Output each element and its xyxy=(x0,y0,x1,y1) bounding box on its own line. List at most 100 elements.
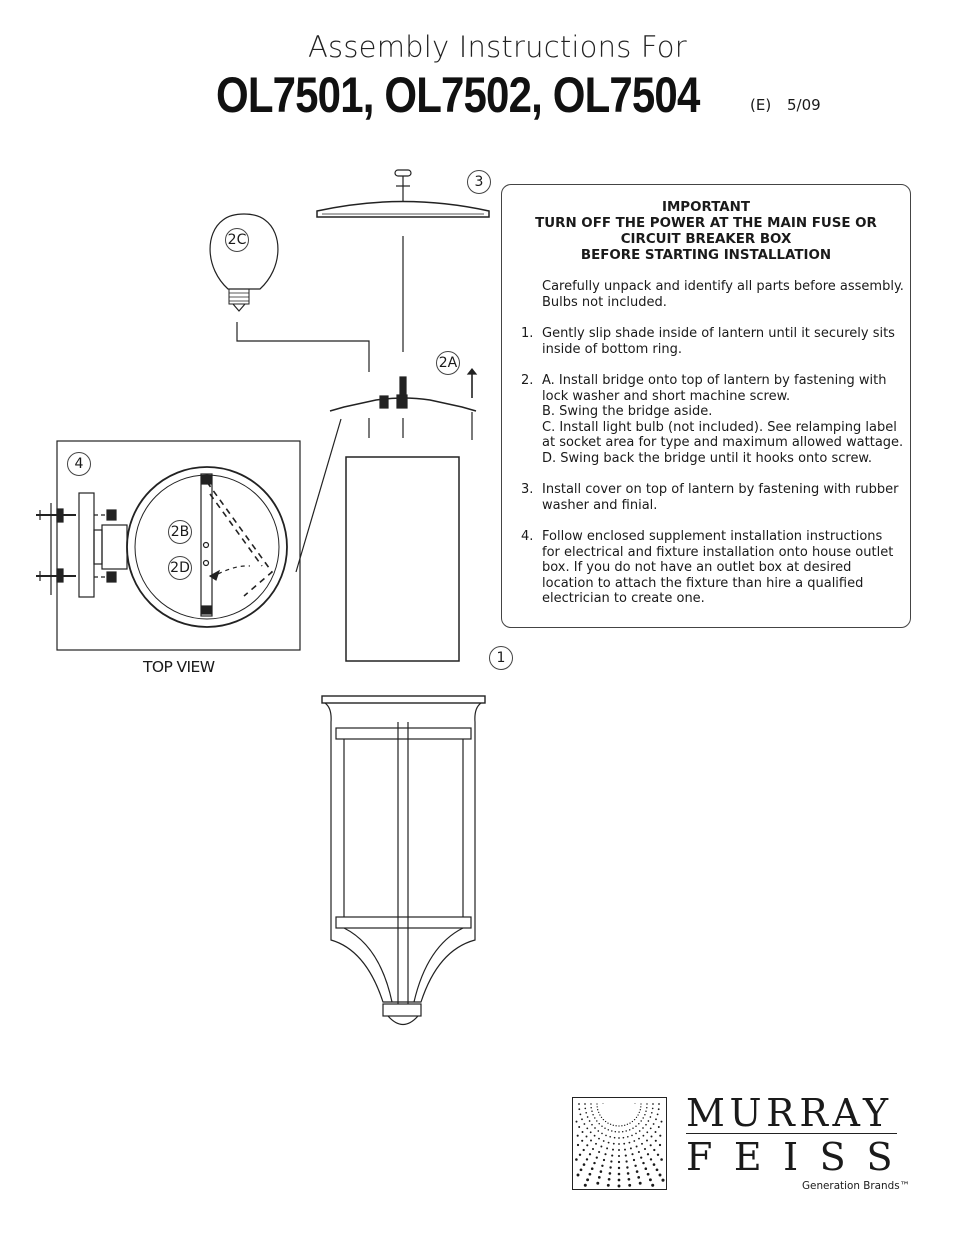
sunburst-dot xyxy=(607,1122,609,1124)
sunburst-dot xyxy=(578,1126,581,1128)
step-line: electrician to create one. xyxy=(542,591,705,607)
sunburst-dot xyxy=(628,1129,631,1131)
sunburst-dot xyxy=(631,1153,634,1156)
sunburst-dot xyxy=(658,1173,662,1177)
sunburst-dot xyxy=(584,1107,587,1110)
sunburst-dot xyxy=(611,1130,613,1132)
sunburst-dot xyxy=(649,1127,652,1130)
top-view-panel xyxy=(36,440,301,651)
sunburst-dot xyxy=(652,1163,656,1166)
callout-3: 3 xyxy=(467,170,491,194)
sunburst-dot xyxy=(579,1113,582,1116)
sunburst-dot xyxy=(638,1111,640,1114)
model-numbers: OL7501, OL7502, OL7504 xyxy=(216,70,792,120)
sunburst-dot xyxy=(660,1120,663,1123)
sunburst-dot xyxy=(576,1134,579,1137)
sunburst-dot xyxy=(656,1153,660,1157)
step-3: 3. Install cover on top of lantern by fa… xyxy=(521,482,898,513)
brand-divider xyxy=(686,1133,897,1134)
sunburst-dot xyxy=(612,1124,614,1126)
callout-2c: 2C xyxy=(225,228,249,252)
sunburst-dot xyxy=(600,1116,603,1119)
sunburst-dot xyxy=(615,1125,617,1127)
step-line: Follow enclosed supplement installation … xyxy=(542,529,883,544)
sunburst-dot xyxy=(617,1154,621,1158)
sunburst-dot xyxy=(609,1123,612,1125)
sunburst-dot xyxy=(627,1177,631,1181)
sunburst-dot xyxy=(626,1166,629,1169)
step-line: for electrical and fixture installation … xyxy=(542,544,894,560)
sunburst-dot xyxy=(606,1147,609,1150)
sunburst-dot xyxy=(652,1103,654,1105)
sunburst-dot xyxy=(646,1139,648,1142)
sunburst-dot xyxy=(593,1161,596,1165)
sunburst-dot xyxy=(621,1125,623,1127)
instructions-box: IMPORTANT TURN OFF THE POWER AT THE MAIN… xyxy=(501,184,911,628)
sunburst-dot xyxy=(596,1106,598,1108)
intro-line: Bulbs not included. xyxy=(542,294,667,310)
sunburst-dot xyxy=(661,1178,665,1182)
sunburst-dot xyxy=(631,1134,633,1137)
step-line: C. Install light bulb (not included). Se… xyxy=(542,419,897,435)
sunburst-dot xyxy=(597,1130,600,1132)
sunburst-dot xyxy=(588,1120,591,1122)
sunburst-dot xyxy=(655,1118,657,1121)
step-line: at socket area for type and maximum allo… xyxy=(542,435,904,451)
sunburst-dot xyxy=(640,1156,643,1159)
glass-shade xyxy=(345,456,460,662)
sunburst-dot xyxy=(578,1103,580,1105)
sunburst-dot xyxy=(594,1117,596,1119)
sunburst-dot xyxy=(595,1142,597,1145)
sunburst-dot xyxy=(576,1143,580,1147)
sunburst-dot xyxy=(601,1164,604,1168)
sunburst-dot xyxy=(618,1143,620,1145)
sunburst-dot xyxy=(644,1113,646,1116)
sunburst-dot xyxy=(586,1144,589,1147)
sunburst-dot xyxy=(652,1123,655,1125)
revision-code: (E) xyxy=(750,96,772,114)
brand-logo-mark xyxy=(572,1097,667,1190)
sunburst-dot xyxy=(590,1103,592,1105)
sunburst-dot xyxy=(641,1142,643,1145)
sunburst-dot xyxy=(590,1167,594,1170)
sunburst-dot xyxy=(625,1160,628,1163)
sunburst-dot xyxy=(581,1139,584,1142)
sunburst-dot xyxy=(617,1160,621,1164)
sunburst-dot xyxy=(585,1111,588,1114)
sunburst-dot xyxy=(617,1172,621,1176)
sunburst-dot xyxy=(640,1106,642,1108)
sunburst-dot xyxy=(637,1114,639,1116)
sunburst-dot xyxy=(648,1178,652,1182)
callout-2a: 2A xyxy=(436,351,460,375)
sunburst-dot xyxy=(593,1134,596,1137)
sunburst-dot xyxy=(597,1176,601,1179)
sunburst-dot xyxy=(609,1166,612,1169)
sunburst-dot xyxy=(618,1137,620,1139)
sunburst-dot xyxy=(624,1148,626,1151)
brand-name-line2: FEISS xyxy=(686,1135,915,1179)
heading-line: BEFORE STARTING INSTALLATION xyxy=(580,248,832,263)
step-number: 1. xyxy=(521,326,534,341)
sunburst-dot xyxy=(633,1140,636,1142)
sunburst-dot xyxy=(600,1145,603,1148)
sunburst-dot xyxy=(634,1164,637,1168)
sunburst-dot xyxy=(591,1123,593,1126)
sunburst-dot xyxy=(646,1106,648,1109)
sunburst-dot xyxy=(629,1122,631,1124)
sunburst-dot xyxy=(575,1120,578,1123)
sunburst-dot xyxy=(606,1183,610,1187)
sunburst-dot xyxy=(599,1170,603,1173)
top-view-label: TOP VIEW xyxy=(143,658,215,676)
cover-part xyxy=(316,169,490,352)
step-number: 4. xyxy=(521,529,534,544)
sunburst-dot xyxy=(611,1154,614,1157)
sunburst-dot xyxy=(613,1136,616,1139)
sunburst-dot xyxy=(642,1134,645,1137)
sunburst-dot xyxy=(646,1153,650,1156)
sunburst-dot xyxy=(604,1153,607,1156)
heading-line: CIRCUIT BREAKER BOX xyxy=(620,232,792,247)
sunburst-dot xyxy=(581,1131,584,1133)
sunburst-dot xyxy=(623,1142,626,1145)
sunburst-dot xyxy=(588,1172,592,1176)
sunburst-dot xyxy=(604,1127,606,1129)
